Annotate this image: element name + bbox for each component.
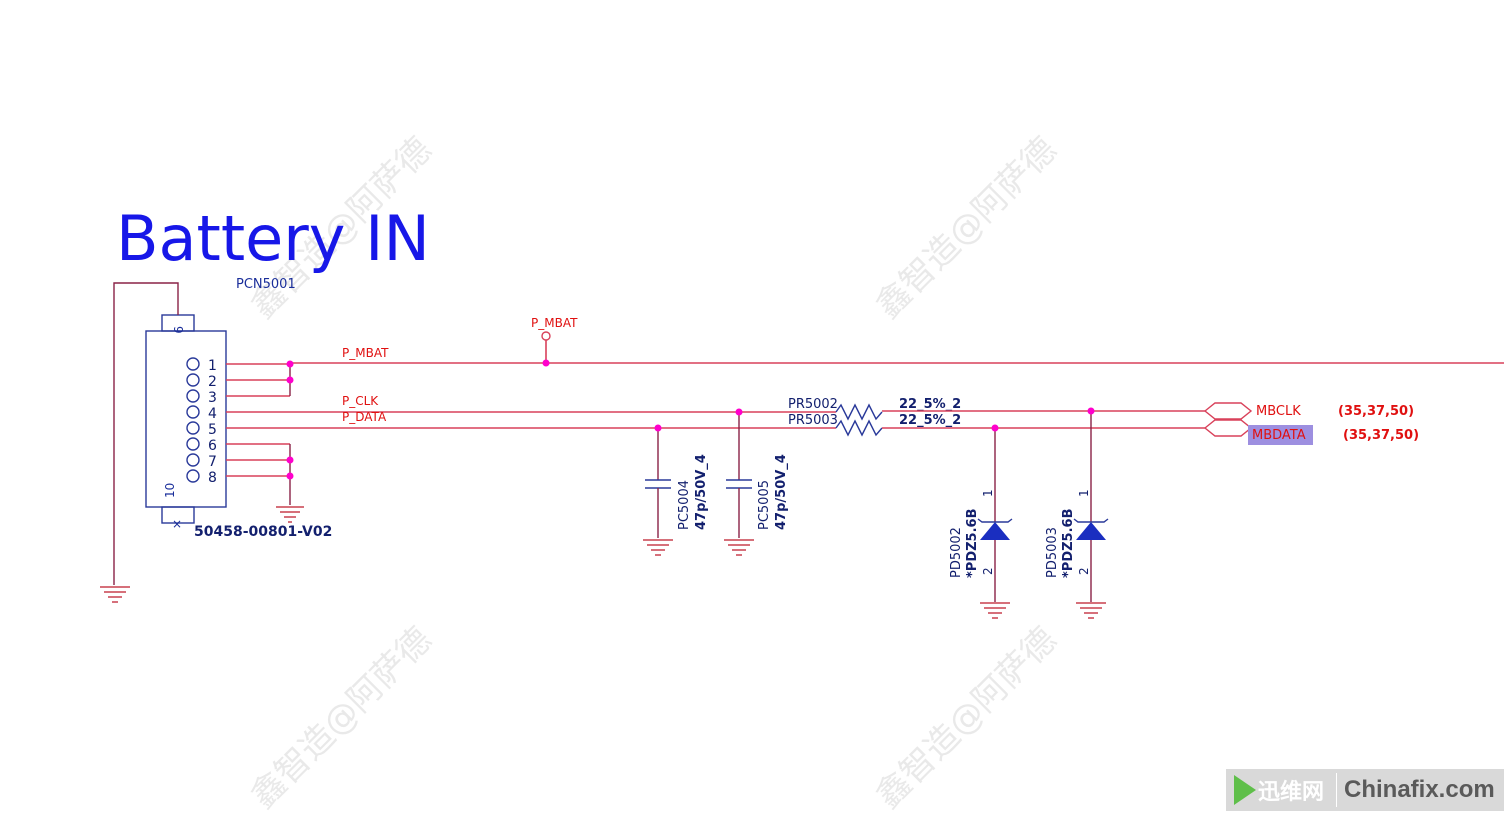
capacitor-ref: PC5005 bbox=[757, 480, 772, 530]
connector-pin-circle bbox=[186, 389, 200, 403]
junction-dot bbox=[735, 408, 743, 416]
pin-label-9: 9 bbox=[171, 326, 185, 334]
logo-text-en: Chinafix.com bbox=[1344, 776, 1495, 803]
ground-symbol bbox=[724, 539, 754, 556]
junction-dot bbox=[286, 472, 294, 480]
resistor-pr5002[interactable] bbox=[835, 403, 883, 421]
logo-divider bbox=[1336, 773, 1337, 807]
connector-tab-bottom bbox=[161, 506, 195, 524]
diode-pin-number: 1 bbox=[1077, 489, 1091, 497]
pin-number: 4 bbox=[208, 406, 217, 422]
port-label-mbdata: MBDATA bbox=[1252, 428, 1306, 443]
resistor-value: 22_5%_2 bbox=[899, 397, 961, 412]
logo-arrow-icon bbox=[1234, 775, 1256, 805]
junction-dot bbox=[286, 456, 294, 464]
junction-dot bbox=[542, 359, 550, 367]
ground-symbol bbox=[643, 539, 673, 556]
connector-pin-circle bbox=[186, 357, 200, 371]
connector-pcn5001[interactable]: 9 10 × 1 2 3 4 5 6 7 8 bbox=[145, 314, 227, 531]
diode-value: *PDZ5.6B bbox=[965, 509, 980, 578]
pin-number: 8 bbox=[208, 470, 217, 486]
watermark: 鑫智造@阿萨德 bbox=[868, 130, 1065, 327]
connector-ref: PCN5001 bbox=[236, 277, 296, 292]
pin-number: 6 bbox=[208, 438, 217, 454]
connector-pin-circle bbox=[186, 437, 200, 451]
junction-dot bbox=[286, 376, 294, 384]
capacitor-pc5004[interactable] bbox=[645, 428, 671, 538]
watermark: 鑫智造@阿萨德 bbox=[243, 620, 440, 814]
connector-pin-circle bbox=[186, 469, 200, 483]
pin-stubs bbox=[226, 363, 291, 505]
pin-number: 7 bbox=[208, 454, 217, 470]
connector-part-number: 50458-00801-V02 bbox=[194, 524, 332, 540]
diode-value: *PDZ5.6B bbox=[1061, 509, 1076, 578]
ground-symbol bbox=[1076, 602, 1106, 619]
connector-pin-circle bbox=[186, 453, 200, 467]
connector-pin-circle bbox=[186, 405, 200, 419]
junction-dot bbox=[654, 424, 662, 432]
ground-symbol bbox=[276, 506, 304, 523]
port-mbclk[interactable] bbox=[1203, 402, 1253, 420]
diode-ref: PD5003 bbox=[1045, 527, 1060, 578]
capacitor-ref: PC5004 bbox=[677, 480, 692, 530]
capacitor-value: 47p/50V_4 bbox=[774, 454, 789, 530]
resistor-ref: PR5002 bbox=[788, 397, 838, 412]
pin-number: 3 bbox=[208, 390, 217, 406]
resistor-pr5003[interactable] bbox=[835, 419, 883, 437]
connector-pin-circle bbox=[186, 421, 200, 435]
diode-pd5003[interactable] bbox=[1073, 411, 1109, 602]
junction-dot bbox=[286, 360, 294, 368]
connector-pin-circle bbox=[186, 373, 200, 387]
port-highlight bbox=[1248, 425, 1313, 445]
ground-symbol bbox=[100, 586, 130, 603]
logo-text-cn: 迅维网 bbox=[1258, 780, 1325, 805]
no-connect-mark: × bbox=[172, 517, 182, 531]
diode-pin-number: 2 bbox=[1077, 567, 1091, 575]
port-mbdata[interactable] bbox=[1203, 419, 1253, 437]
net-label-p-clk: P_CLK bbox=[342, 394, 379, 408]
pin-number: 2 bbox=[208, 374, 217, 390]
ground-symbol bbox=[980, 602, 1010, 619]
power-port-label: P_MBAT bbox=[531, 316, 578, 330]
junction-dots bbox=[286, 359, 1095, 480]
junction-dot bbox=[991, 424, 999, 432]
diode-pd5002[interactable] bbox=[977, 428, 1013, 602]
diode-pin-number: 2 bbox=[981, 567, 995, 575]
diode-ref: PD5002 bbox=[949, 527, 964, 578]
port-label-mbclk: MBCLK bbox=[1256, 404, 1301, 419]
capacitor-value: 47p/50V_4 bbox=[694, 454, 709, 530]
net-label-p-data: P_DATA bbox=[342, 410, 387, 424]
power-port-symbol bbox=[541, 331, 551, 341]
page-title: Battery IN bbox=[116, 202, 430, 275]
port-refs-mbdata: (35,37,50) bbox=[1343, 428, 1419, 443]
diode-pin-number: 1 bbox=[981, 489, 995, 497]
pin-number: 5 bbox=[208, 422, 217, 438]
resistor-ref: PR5003 bbox=[788, 413, 838, 428]
resistor-value: 22_5%_2 bbox=[899, 413, 961, 428]
junction-dot bbox=[1087, 407, 1095, 415]
port-refs-mbclk: (35,37,50) bbox=[1338, 404, 1414, 419]
pin-number: 1 bbox=[208, 358, 217, 374]
watermark: 鑫智造@阿萨德 bbox=[868, 620, 1065, 814]
pin-label-10: 10 bbox=[163, 483, 177, 498]
net-label-p-mbat: P_MBAT bbox=[342, 346, 389, 360]
chinafix-logo: 迅维网 Chinafix.com bbox=[1226, 769, 1504, 811]
capacitor-pc5005[interactable] bbox=[726, 412, 752, 538]
pin9-ground-wire bbox=[113, 282, 179, 585]
